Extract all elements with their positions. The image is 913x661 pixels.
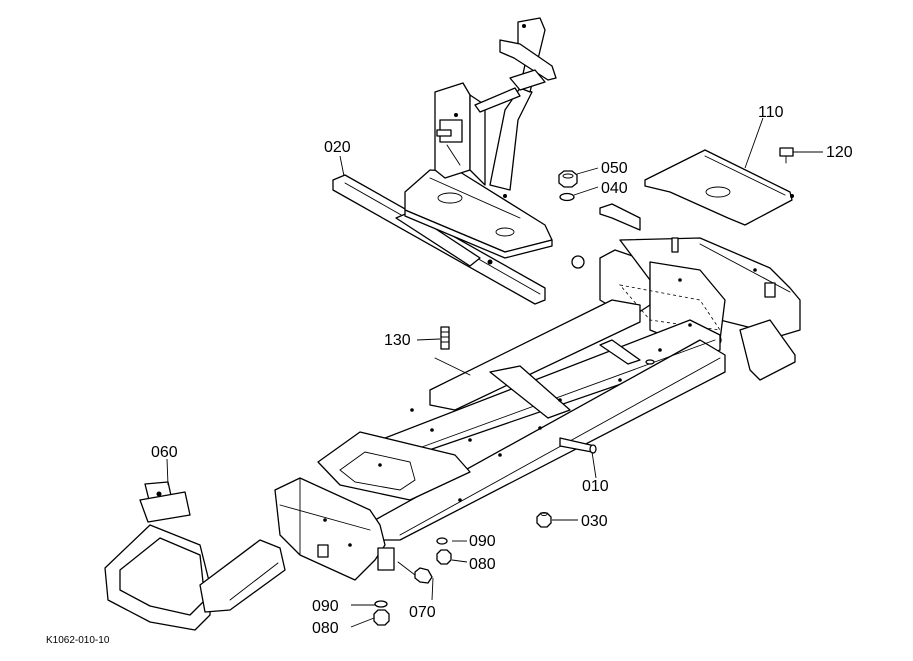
part-040-washer — [559, 192, 575, 202]
part-130-stud — [440, 326, 450, 350]
part-080-lower-nut — [373, 609, 390, 626]
label-070: 070 — [409, 604, 436, 621]
part-090-upper-washer — [436, 537, 448, 545]
label-040: 040 — [601, 180, 628, 197]
part-120-screw — [779, 147, 794, 164]
part-030-bolt — [536, 512, 552, 528]
label-110: 110 — [758, 104, 784, 121]
part-080-upper-nut — [436, 549, 452, 565]
part-labels: 010 020 030 040 050 060 070 080 080 090 … — [46, 104, 853, 646]
diagram-reference-code: K1062-010-10 — [46, 635, 110, 646]
label-090-upper: 090 — [469, 533, 496, 550]
part-020-bracket-assembly — [332, 17, 557, 305]
label-120: 120 — [826, 144, 853, 161]
label-090-lower: 090 — [312, 598, 339, 615]
part-060-step — [104, 481, 286, 631]
label-050: 050 — [601, 160, 628, 177]
part-070-bolt — [397, 561, 433, 584]
part-090-lower-washer — [374, 600, 388, 608]
label-080-lower: 080 — [312, 620, 339, 637]
label-060: 060 — [151, 444, 178, 461]
label-010: 010 — [582, 478, 609, 495]
label-080-upper: 080 — [469, 556, 496, 573]
label-030: 030 — [581, 513, 608, 530]
part-010-main-frame — [274, 203, 801, 581]
label-130: 130 — [384, 332, 411, 349]
part-050-nut — [558, 170, 578, 188]
part-110-cover-plate — [644, 149, 794, 226]
label-020: 020 — [324, 139, 351, 156]
leader-lines — [166, 117, 823, 628]
